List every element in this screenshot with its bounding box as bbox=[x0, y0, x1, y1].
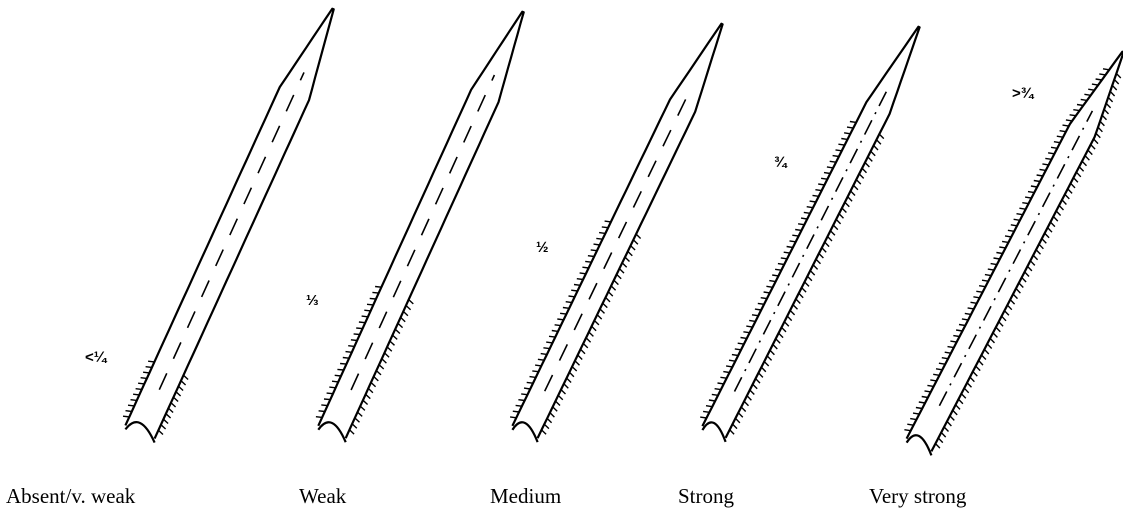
leaf-base-arc bbox=[124, 421, 156, 444]
leaf-base-arc bbox=[317, 421, 347, 443]
caption-strong: Strong bbox=[678, 484, 735, 508]
caption-very-strong: Very strong bbox=[869, 484, 967, 508]
leaf-outline bbox=[905, 50, 1123, 452]
caption-absent-weak: Absent/v. weak bbox=[6, 484, 136, 508]
caption-medium: Medium bbox=[490, 484, 562, 508]
leaf-base-arc bbox=[511, 421, 539, 443]
leaf-hairs bbox=[904, 68, 1122, 449]
leaf-base-arc bbox=[701, 421, 727, 443]
leaf-midrib bbox=[733, 87, 890, 392]
hairiness-mark-weak: ⅓ bbox=[306, 292, 319, 309]
leaf-hairs bbox=[700, 120, 885, 435]
leaf-drawing-weak bbox=[315, 10, 525, 443]
leaf-drawing-very-strong bbox=[904, 50, 1123, 456]
leaf-midrib bbox=[938, 110, 1094, 407]
leaf-midrib bbox=[543, 84, 694, 392]
leaf-drawing-strong bbox=[700, 25, 921, 443]
leaf-outline bbox=[317, 10, 525, 439]
leaf-drawing-medium bbox=[509, 22, 724, 443]
leaf-hairs bbox=[122, 360, 189, 436]
leaf-midrib bbox=[158, 72, 305, 391]
hairiness-mark-medium: ½ bbox=[536, 239, 549, 256]
leaf-hairs bbox=[509, 220, 642, 435]
leaf-base-arc bbox=[905, 434, 933, 456]
leaf-outline bbox=[511, 22, 724, 439]
leaf-outline bbox=[124, 7, 335, 440]
leaf-hairs bbox=[315, 285, 414, 435]
hairiness-mark-very-strong: >¾ bbox=[1012, 85, 1035, 102]
leaf-drawing-absent bbox=[122, 7, 335, 444]
caption-weak: Weak bbox=[299, 484, 347, 508]
leaf-outline bbox=[701, 25, 921, 439]
hairiness-mark-strong: ¾ bbox=[774, 154, 788, 171]
leaf-midrib bbox=[350, 74, 496, 391]
hairiness-mark-absent: <¼ bbox=[85, 349, 108, 366]
